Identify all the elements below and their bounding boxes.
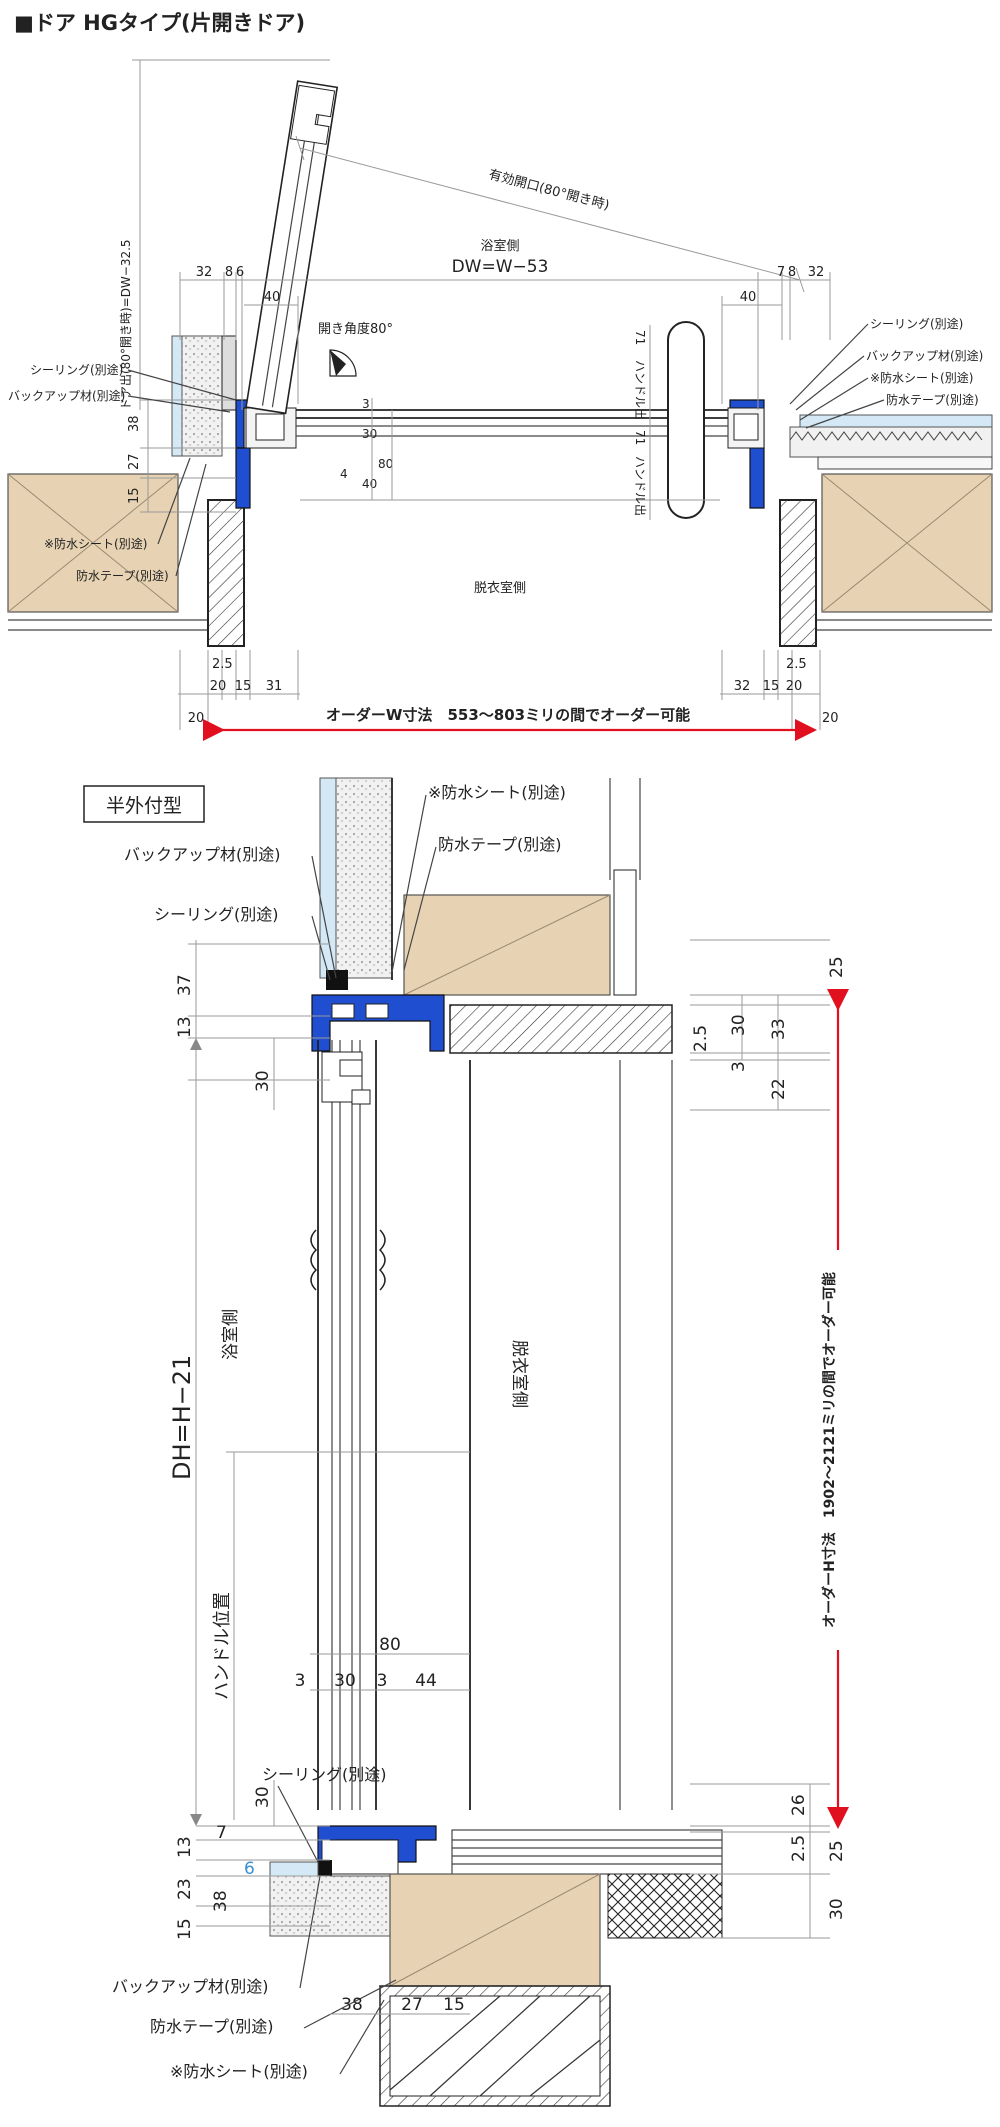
- handle-out-upper: ハンドル出: [633, 360, 647, 420]
- section-dressing-side: 脱衣室側: [509, 1340, 529, 1408]
- left-wood-cross: [7, 473, 179, 613]
- sect-lbdim-30: 30: [253, 1786, 273, 1808]
- plan-bdim-20-left: 20: [210, 679, 227, 694]
- section-bottom-sheet: ※防水シート(別途): [170, 2062, 308, 2081]
- plan-dim-left-6: 6: [236, 265, 244, 280]
- plan-inner-80: 80: [378, 457, 393, 471]
- handle-position-label: ハンドル位置: [212, 1592, 233, 1700]
- page-title: ■ドア HGタイプ(片開きドア): [14, 11, 305, 35]
- sect-rdim-33: 33: [769, 1018, 789, 1040]
- plan-dim-right-7: 7: [777, 265, 785, 280]
- sect-rbdim-25: 25: [827, 1840, 847, 1862]
- sect-lbdim-38: 38: [211, 1890, 231, 1912]
- plan-left-tape: 防水テープ(別途): [76, 568, 169, 583]
- right-wood-cross: [821, 473, 993, 613]
- section-top-tape: 防水テープ(別途): [438, 835, 562, 854]
- order-h-label: オーダーH寸法 1902〜2121ミリの間でオーダー可能: [821, 1272, 838, 1628]
- section-view: 半外付型 ※防水シート(別途): [83, 777, 849, 2107]
- sect-lbdim-7: 7: [216, 1823, 227, 1843]
- plan-right-sealing: シーリング(別途): [870, 316, 963, 331]
- plan-vdim-27: 27: [127, 453, 142, 470]
- sect-ldim-30: 30: [253, 1070, 273, 1092]
- plan-right-tape: 防水テープ(別途): [886, 392, 979, 407]
- floor-dim-27: 27: [401, 1995, 423, 2015]
- floor-dim-15: 15: [443, 1995, 465, 2015]
- handle-dim-3a: 3: [295, 1671, 306, 1691]
- handle-dim-44: 44: [415, 1671, 437, 1691]
- handle-dim-30: 30: [334, 1671, 356, 1691]
- dw-formula: DW=W−53: [452, 257, 549, 277]
- plan-vdim-15: 15: [127, 487, 142, 504]
- plan-inner-30: 30: [362, 427, 377, 441]
- sect-lbdim-13: 13: [175, 1836, 195, 1858]
- handle-dim-3b: 3: [377, 1671, 388, 1691]
- plan-bdim-32-right: 32: [734, 679, 751, 694]
- section-bottom-crossboard: [607, 1873, 723, 1939]
- plan-bdim-20-outer-right: 20: [822, 711, 839, 726]
- plan-inner-3: 3: [362, 397, 370, 411]
- plan-right-sheet: ※防水シート(別途): [870, 370, 973, 385]
- section-bottom-tape: 防水テープ(別途): [150, 2017, 274, 2036]
- plan-bath-side: 浴室側: [480, 238, 519, 254]
- order-w-label: オーダーW寸法 553〜803ミリの間でオーダー可能: [326, 706, 690, 724]
- section-box-label: 半外付型: [106, 795, 182, 817]
- plan-dim-right-8: 8: [788, 265, 796, 280]
- plan-vdim-38: 38: [127, 415, 142, 432]
- plan-left-backup: バックアップ材(別途): [8, 388, 125, 403]
- effective-opening-label: 有効開口(80°開き時): [487, 167, 611, 213]
- plan-bdim-15-right: 15: [763, 679, 780, 694]
- sect-ldim-13: 13: [175, 1016, 195, 1038]
- sect-rdim-2.5: 2.5: [691, 1025, 711, 1052]
- handle-plan: [667, 321, 705, 519]
- plan-dim-left-40: 40: [264, 290, 281, 305]
- sect-rbdim-30: 30: [827, 1898, 847, 1920]
- plan-dim-left-32: 32: [196, 265, 213, 280]
- sect-lbdim-15: 15: [175, 1918, 195, 1940]
- plan-inner-40: 40: [362, 477, 377, 491]
- sect-rbdim-26: 26: [789, 1794, 809, 1816]
- sect-rdim-25: 25: [827, 956, 847, 978]
- plan-bdim-15-left: 15: [235, 679, 252, 694]
- plan-bdim-20-outer-left: 20: [188, 711, 205, 726]
- sect-lbdim-6: 6: [244, 1859, 255, 1879]
- plan-inner-71a: 71: [633, 330, 647, 345]
- handle-dim-80: 80: [379, 1635, 401, 1655]
- sect-rdim-30: 30: [729, 1014, 749, 1036]
- section-bottom-backup: バックアップ材(別途): [112, 1977, 269, 1996]
- plan-bdim-20-right: 20: [786, 679, 803, 694]
- plan-right-backup: バックアップ材(別途): [866, 348, 983, 363]
- plan-inner-4: 4: [340, 467, 348, 481]
- plan-left-sheet: ※防水シート(別途): [44, 536, 147, 551]
- plan-dressing-side: 脱衣室側: [474, 580, 526, 596]
- plan-inner-71b: 71: [633, 430, 647, 445]
- door-out-label: ドア出(80°開き時)=DW−32.5: [119, 239, 133, 410]
- section-bath-side: 浴室側: [221, 1309, 241, 1360]
- plan-view: 有効開口(80°開き時) 浴室側 DW=W−53 32 8 6 40 40 7 …: [7, 59, 993, 741]
- plan-left-sealing: シーリング(別途): [30, 362, 123, 377]
- sect-rdim-3: 3: [729, 1061, 749, 1072]
- section-top-backup: バックアップ材(別途): [124, 845, 281, 864]
- open-door-leaf: [245, 80, 339, 415]
- section-box: [83, 785, 205, 823]
- section-header-board: [449, 1004, 673, 1054]
- plan-bdim-2.5-right: 2.5: [786, 657, 807, 672]
- plan-dim-right-40: 40: [740, 290, 757, 305]
- plan-dim-right-32: 32: [808, 265, 825, 280]
- open-angle-label: 開き角度80°: [318, 321, 393, 337]
- handle-out-lower: ハンドル出: [633, 456, 647, 516]
- section-top-sheet: ※防水シート(別途): [428, 783, 566, 802]
- floor-dim-38: 38: [341, 1995, 363, 2015]
- plan-bdim-31: 31: [266, 679, 283, 694]
- dh-formula: DH=H−21: [168, 1355, 196, 1480]
- section-bottom-sealing: シーリング(別途): [262, 1765, 387, 1784]
- sect-ldim-37: 37: [175, 974, 195, 996]
- section-top-sealing: シーリング(別途): [154, 905, 279, 924]
- sect-lbdim-23: 23: [175, 1878, 195, 1900]
- plan-dim-left-8: 8: [225, 265, 233, 280]
- sect-rbdim-2.5: 2.5: [789, 1835, 809, 1862]
- plan-bdim-2.5-left: 2.5: [212, 657, 233, 672]
- sect-rdim-22: 22: [769, 1078, 789, 1100]
